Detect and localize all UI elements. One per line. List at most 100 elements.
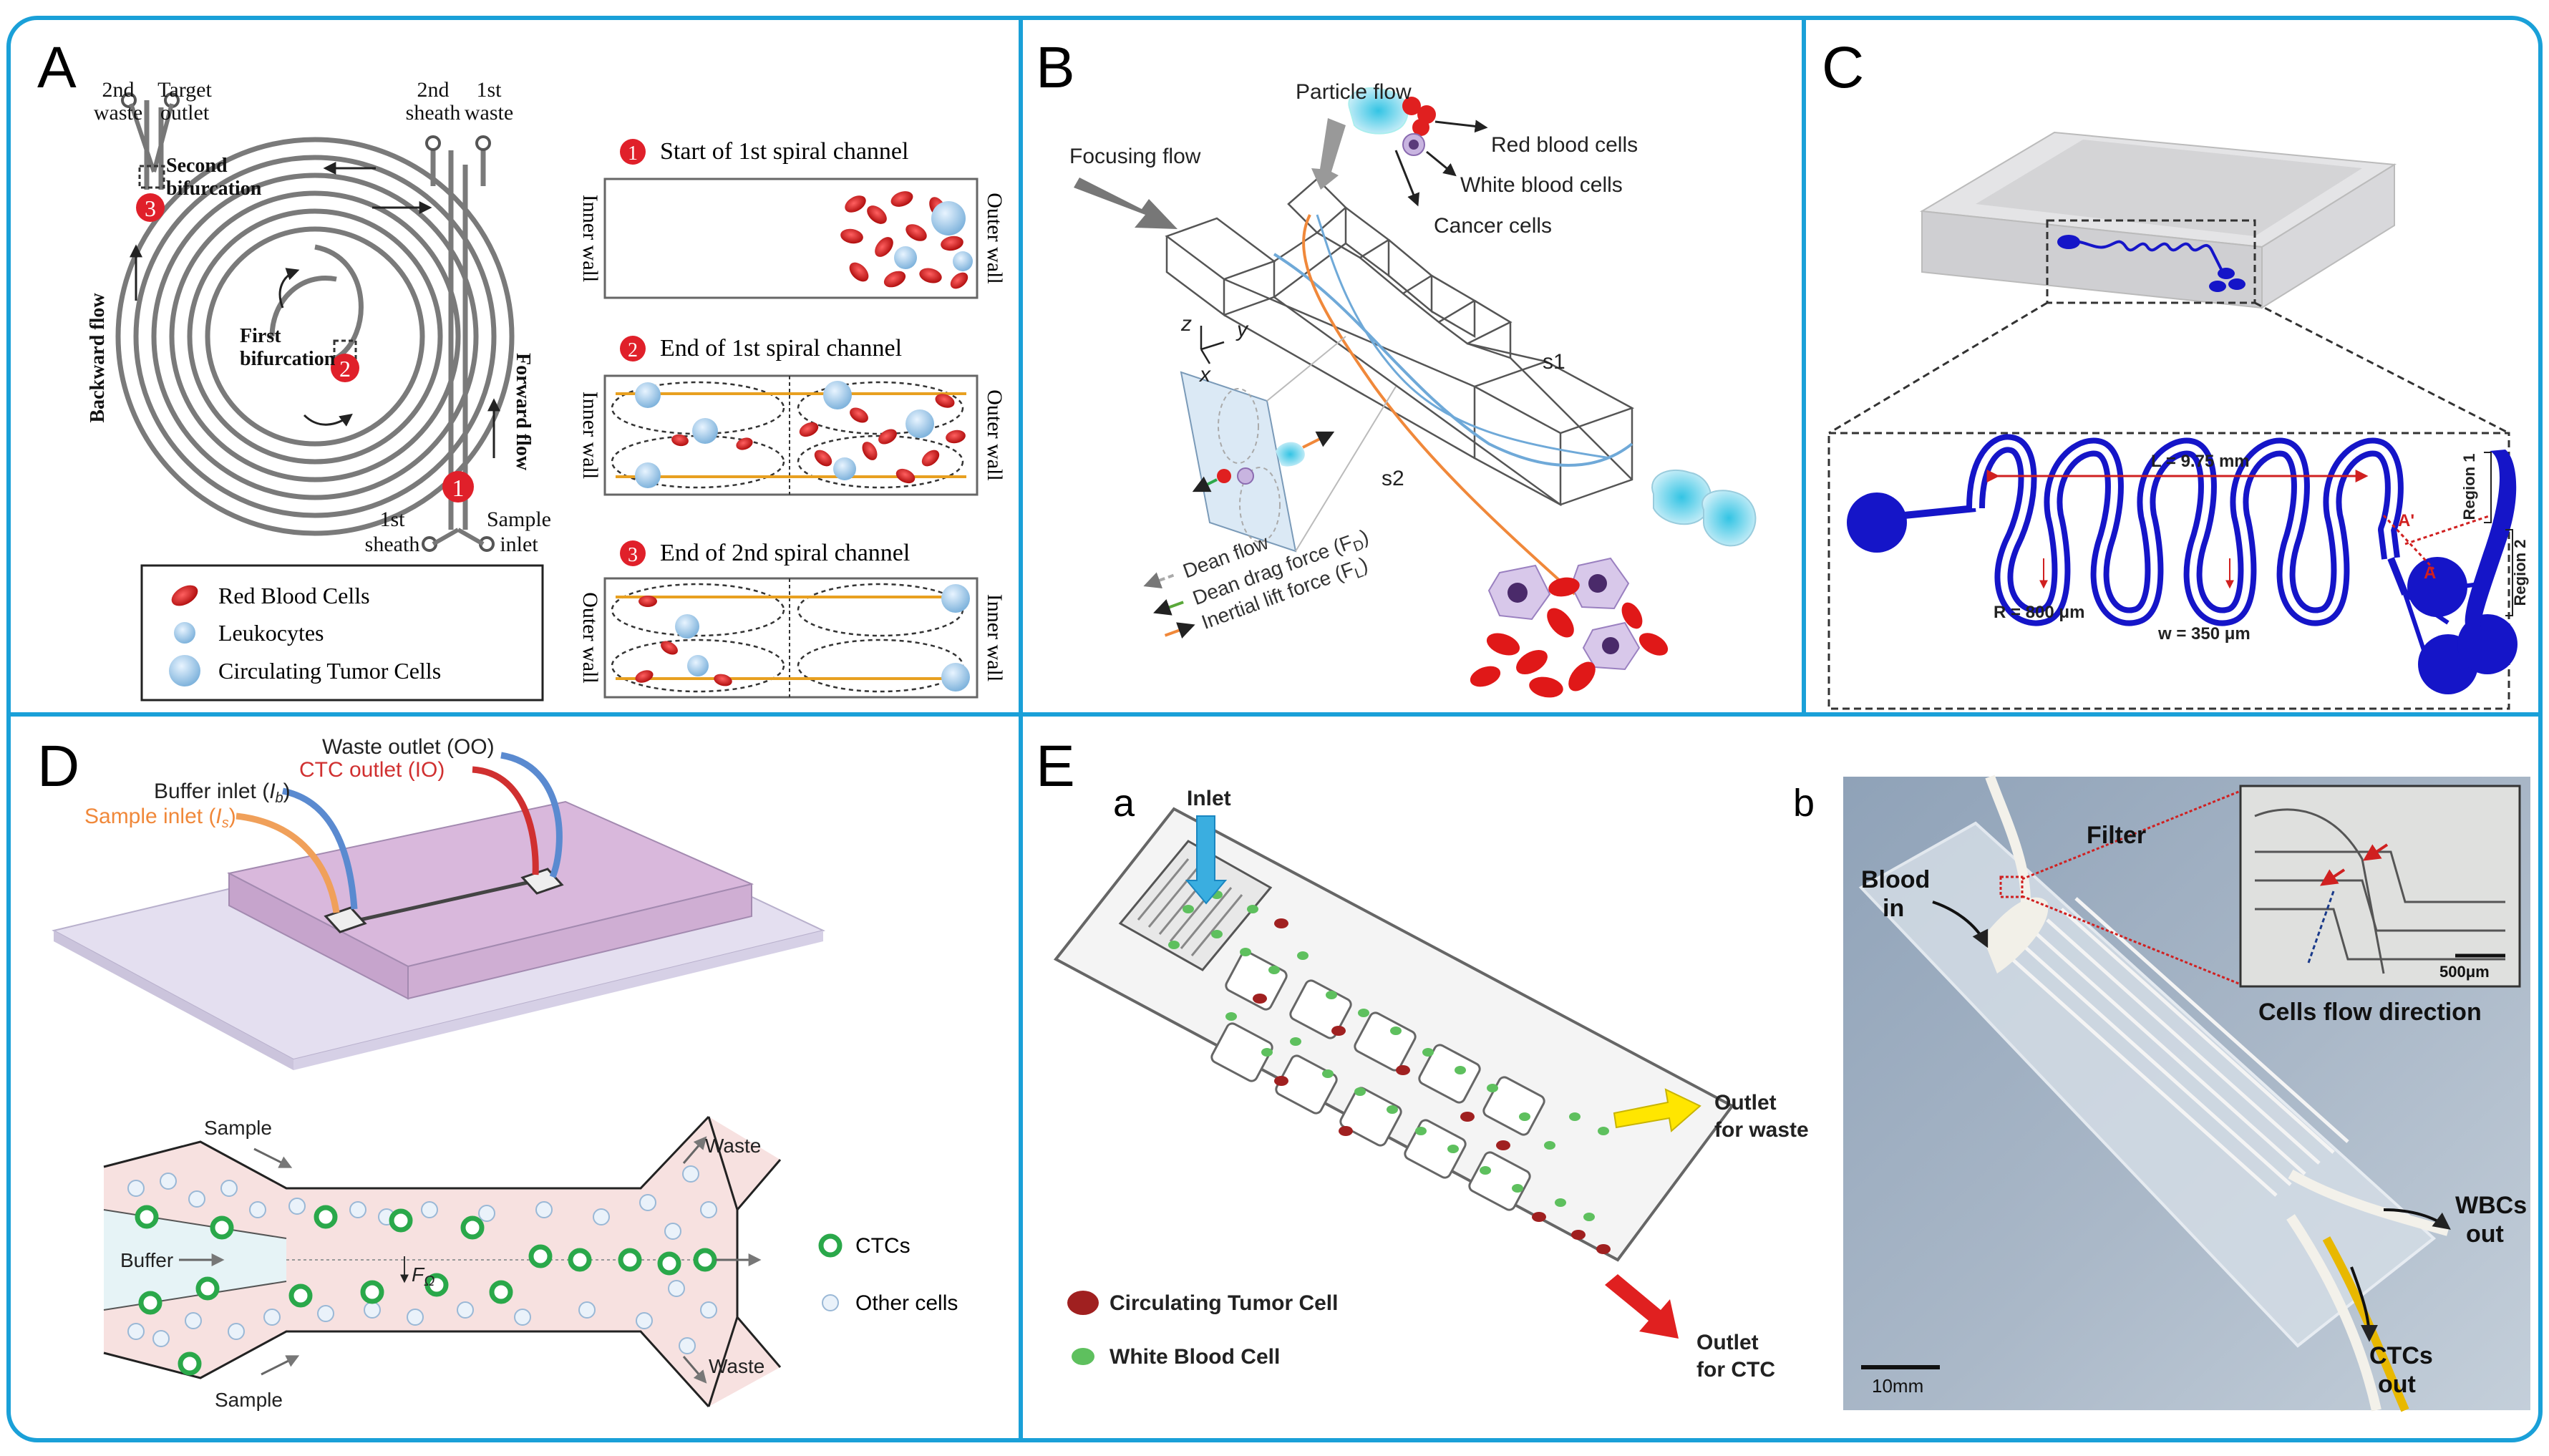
- panel-letter-c: C: [1822, 35, 1864, 100]
- sub-label-b: b: [1793, 782, 1815, 825]
- label-outlet-waste: Outlet: [1714, 1091, 1777, 1115]
- svg-text:Circulating Tumor Cells: Circulating Tumor Cells: [218, 658, 441, 684]
- label-filter: Filter: [2087, 822, 2146, 849]
- svg-text:2: 2: [628, 339, 638, 361]
- filter-chip: [1053, 807, 1734, 1262]
- svg-text:1: 1: [452, 475, 465, 502]
- sub-label-a: a: [1113, 782, 1135, 825]
- label-particle-flow: Particle flow: [1296, 80, 1412, 104]
- panel-letter-d: D: [37, 734, 79, 799]
- mixed-cells-output: [1470, 557, 1669, 698]
- label-1st-sheath: 1st: [379, 508, 405, 531]
- panel-letter-e: E: [1036, 734, 1075, 799]
- label-length: L = 9.75 mm: [2151, 452, 2250, 471]
- svg-text:out: out: [2466, 1220, 2504, 1248]
- label-waste-outlet: Waste outlet (OO): [322, 735, 495, 759]
- label-s2: s2: [1382, 467, 1404, 490]
- svg-text:sheath: sheath: [406, 101, 461, 125]
- svg-text:End of 1st spiral channel: End of 1st spiral channel: [660, 335, 902, 361]
- axis-indicator: [1200, 326, 1225, 364]
- label-force: FΩ: [412, 1263, 434, 1289]
- label-1st-waste: 1st: [476, 78, 502, 102]
- label-backward-flow: Backward flow: [87, 293, 109, 423]
- panel-d: D Waste outlet (OO) CTC outlet (IO) Buff…: [37, 734, 958, 1411]
- svg-text:Other cells: Other cells: [855, 1291, 958, 1315]
- panel-b: B: [1036, 35, 1757, 698]
- cross-section-inset: [1180, 336, 1397, 553]
- svg-text:inlet: inlet: [500, 533, 538, 556]
- marker-1: 1: [442, 471, 474, 503]
- label-ctc-outlet: CTC outlet (IO): [299, 758, 445, 782]
- trajectory-orange: [1302, 214, 1576, 596]
- panel-a: A: [37, 35, 1006, 702]
- label-sample-inlet: Sample: [487, 508, 551, 531]
- svg-text:waste: waste: [465, 101, 513, 125]
- svg-text:Inner wall: Inner wall: [983, 594, 1006, 681]
- svg-text:Inner wall: Inner wall: [578, 392, 602, 479]
- label-blood-in: Blood: [1861, 866, 1930, 893]
- label-inlet: Inlet: [1187, 787, 1231, 810]
- svg-text:Outer wall: Outer wall: [983, 193, 1006, 283]
- device-photo: [1843, 775, 2530, 1412]
- svg-text:2: 2: [339, 356, 351, 382]
- legend-ctc: Circulating Tumor Cell: [1110, 1291, 1338, 1315]
- label-2nd-sheath: 2nd: [417, 78, 450, 102]
- svg-text:CTCs: CTCs: [855, 1234, 911, 1258]
- cancer-cells-output: [1651, 469, 1757, 547]
- svg-text:in: in: [1883, 895, 1904, 922]
- svg-text:bifurcation: bifurcation: [166, 178, 262, 200]
- label-s1: s1: [1543, 350, 1565, 374]
- svg-text:outlet: outlet: [160, 101, 210, 125]
- spiral-channel: [115, 100, 515, 536]
- serpentine-channel: [1847, 434, 2518, 694]
- inlet-ports: [121, 92, 495, 552]
- svg-text:End of 2nd spiral channel: End of 2nd spiral channel: [660, 540, 910, 566]
- label-waste-bottom: Waste: [709, 1355, 764, 1377]
- marker-2: 2: [331, 354, 359, 382]
- svg-text:y: y: [1235, 318, 1249, 341]
- svg-text:z: z: [1180, 312, 1192, 336]
- label-region-2: Region 2: [2511, 540, 2529, 606]
- panel-a-legend: Red Blood Cells Leukocytes Circulating T…: [140, 564, 544, 702]
- label-focusing-flow: Focusing flow: [1069, 145, 1201, 168]
- svg-text:1: 1: [628, 142, 638, 165]
- label-cells-flow-direction: Cells flow direction: [2258, 999, 2482, 1026]
- label-first-bifurcation: First: [240, 325, 281, 347]
- label-second-bifurcation: Second: [166, 155, 228, 177]
- channel-wireframe: [1165, 178, 1635, 507]
- label-scale-photo: 10mm: [1872, 1375, 1923, 1397]
- svg-text:Outer wall: Outer wall: [578, 592, 602, 683]
- panel-c: C: [1822, 35, 2529, 710]
- svg-text:x: x: [1198, 363, 1211, 387]
- svg-text:for CTC: for CTC: [1696, 1358, 1775, 1382]
- label-2nd-waste: 2nd: [102, 78, 135, 102]
- label-sample-top: Sample: [204, 1117, 272, 1139]
- chip-slab: [1919, 131, 2397, 309]
- label-forward-flow: Forward flow: [512, 353, 534, 471]
- label-cancer-cells: Cancer cells: [1434, 214, 1552, 238]
- cross-section-1: 1 Start of 1st spiral channel Inner wall…: [578, 138, 1006, 299]
- trajectory-blue: [1273, 253, 1633, 467]
- label-red-blood-cells: Red blood cells: [1491, 133, 1638, 157]
- cross-section-3: 3 End of 2nd spiral channel Outer wall I…: [578, 540, 1006, 699]
- panel-letter-b: B: [1036, 35, 1075, 100]
- inertial-channel: [103, 1115, 782, 1408]
- svg-text:A': A': [2398, 511, 2414, 530]
- label-scale-inset: 500μm: [2439, 963, 2490, 981]
- label-ctcs-out: CTCs: [2369, 1342, 2433, 1369]
- svg-text:waste: waste: [94, 101, 142, 125]
- svg-text:A: A: [2424, 563, 2436, 583]
- svg-text:Red Blood Cells: Red Blood Cells: [218, 583, 370, 608]
- svg-text:out: out: [2378, 1371, 2416, 1398]
- label-outlet-ctc: Outlet: [1696, 1331, 1759, 1354]
- svg-text:3: 3: [145, 195, 156, 221]
- svg-text:for waste: for waste: [1714, 1118, 1809, 1142]
- svg-text:sheath: sheath: [365, 533, 420, 556]
- label-buffer: Buffer: [120, 1249, 173, 1271]
- label-region-1: Region 1: [2460, 454, 2478, 520]
- cell-cluster-top: [1348, 87, 1436, 156]
- svg-text:3: 3: [628, 544, 638, 566]
- marker-3: 3: [136, 193, 165, 222]
- trajectory-blue-2: [1316, 214, 1611, 460]
